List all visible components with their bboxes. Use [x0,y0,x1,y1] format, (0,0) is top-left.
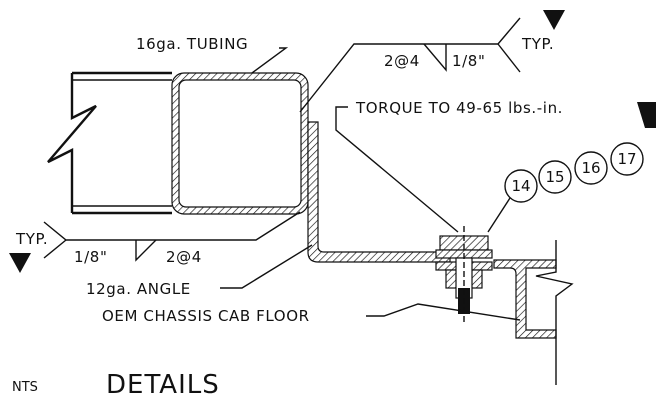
typ-label-top: TYP. [521,35,554,53]
flag-icon [543,10,565,30]
weld-size-top: 1/8" [452,52,485,70]
tubing-label: 16ga. TUBING [136,35,248,53]
weld-pitch-top: 2@4 [384,52,420,70]
callout-14 [504,169,538,203]
typ-label-left: TYP. [15,230,48,248]
weld-size-left: 1/8" [74,248,107,266]
angle-leader [220,244,313,289]
bolt-assembly [435,226,493,322]
weld-symbol-left [9,211,301,273]
callout-14-label: 14 [511,177,530,195]
angle-label: 12ga. ANGLE [86,280,191,298]
callout-16 [574,151,608,185]
tubing-section [171,72,309,215]
torque-leader [335,102,656,233]
callout-17 [610,142,644,176]
cab-floor-section [493,240,574,385]
angle-section [307,121,451,263]
callout-balloons: 14 15 16 17 [487,142,644,233]
callout-17-label: 17 [617,150,636,168]
weld-symbol-top [299,10,565,113]
torque-label: TORQUE TO 49-65 lbs.-in. [355,99,563,117]
details-title: DETAILS [106,370,220,400]
callout-15 [538,160,572,194]
floor-label: OEM CHASSIS CAB FLOOR [102,307,310,325]
floor-leader [366,303,521,321]
flag-icon [637,102,656,128]
weld-pitch-left: 2@4 [166,248,202,266]
callout-15-label: 15 [545,168,564,186]
callout-16-label: 16 [581,159,600,177]
tubing-leader [251,47,289,74]
existing-tube [47,71,172,215]
nts-label: NTS [12,380,38,395]
flag-icon [9,253,31,273]
